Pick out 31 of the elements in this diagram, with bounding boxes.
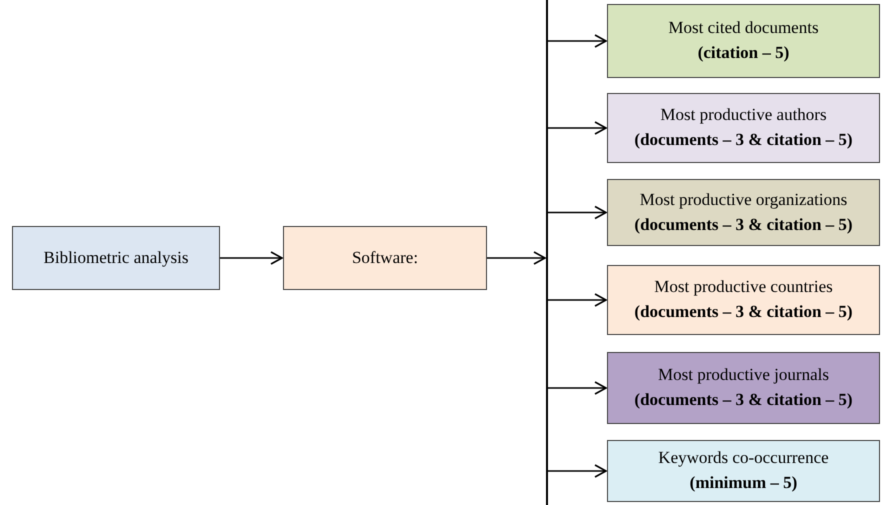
box-criteria: (citation – 5) — [698, 42, 790, 64]
box-title: Most cited documents — [668, 17, 819, 40]
box-title: Most productive countries — [654, 276, 833, 298]
box-criteria: (documents – 3 & citation – 5) — [634, 214, 853, 236]
process-box — [607, 93, 880, 163]
box-title: Software: — [352, 246, 418, 269]
box-title: Most productive organizations — [640, 188, 848, 211]
box-title: Most productive journals — [658, 364, 829, 386]
process-box — [607, 352, 880, 424]
process-box — [607, 440, 880, 502]
arrow — [548, 206, 607, 220]
vertical-bus-line — [546, 0, 548, 505]
process-box — [607, 179, 880, 246]
arrow — [548, 381, 607, 395]
arrow — [220, 251, 283, 265]
box-title: Keywords co-occurrence — [658, 447, 829, 470]
process-box — [12, 226, 220, 290]
process-box — [607, 265, 880, 335]
arrow — [548, 121, 607, 135]
process-box — [607, 4, 880, 78]
box-title: Bibliometric analysis — [44, 246, 188, 269]
arrow — [548, 34, 607, 48]
box-criteria: (documents – 3 & citation – 5) — [634, 301, 853, 323]
box-title: Most productive authors — [660, 104, 827, 126]
box-criteria: (minimum – 5) — [690, 472, 798, 494]
box-criteria: (documents – 3 & citation – 5) — [634, 389, 853, 411]
arrow — [548, 293, 607, 307]
arrow — [487, 251, 546, 265]
process-box — [283, 226, 487, 290]
box-criteria: (documents – 3 & citation – 5) — [634, 129, 853, 151]
arrow — [548, 464, 607, 478]
